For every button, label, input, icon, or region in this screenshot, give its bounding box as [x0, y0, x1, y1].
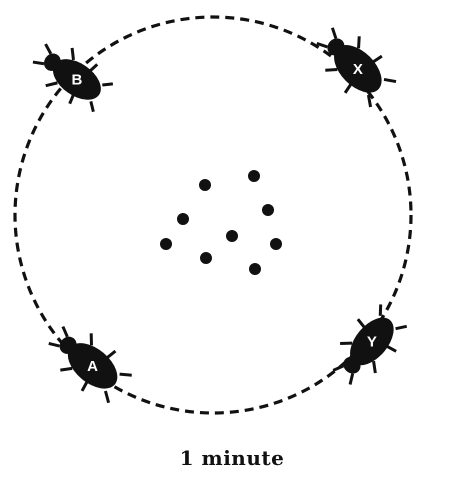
dot — [177, 213, 189, 225]
beetle-y: Y — [322, 299, 412, 393]
dot-cluster — [160, 170, 282, 275]
beetle-label-x: X — [353, 61, 363, 78]
beetle-label-a: A — [87, 358, 98, 375]
dot — [160, 238, 172, 250]
beetle-label-y: Y — [367, 333, 377, 350]
dot — [248, 170, 260, 182]
dot — [262, 204, 274, 216]
dot — [270, 238, 282, 250]
dot — [200, 252, 212, 264]
dot — [226, 230, 238, 242]
time-caption: 1 minute — [0, 446, 464, 470]
dot — [249, 263, 261, 275]
beetle-b: B — [25, 33, 116, 117]
beetle-a: A — [39, 315, 137, 409]
beetle-x: X — [306, 17, 401, 112]
dot — [199, 179, 211, 191]
beetle-label-b: B — [71, 71, 82, 88]
